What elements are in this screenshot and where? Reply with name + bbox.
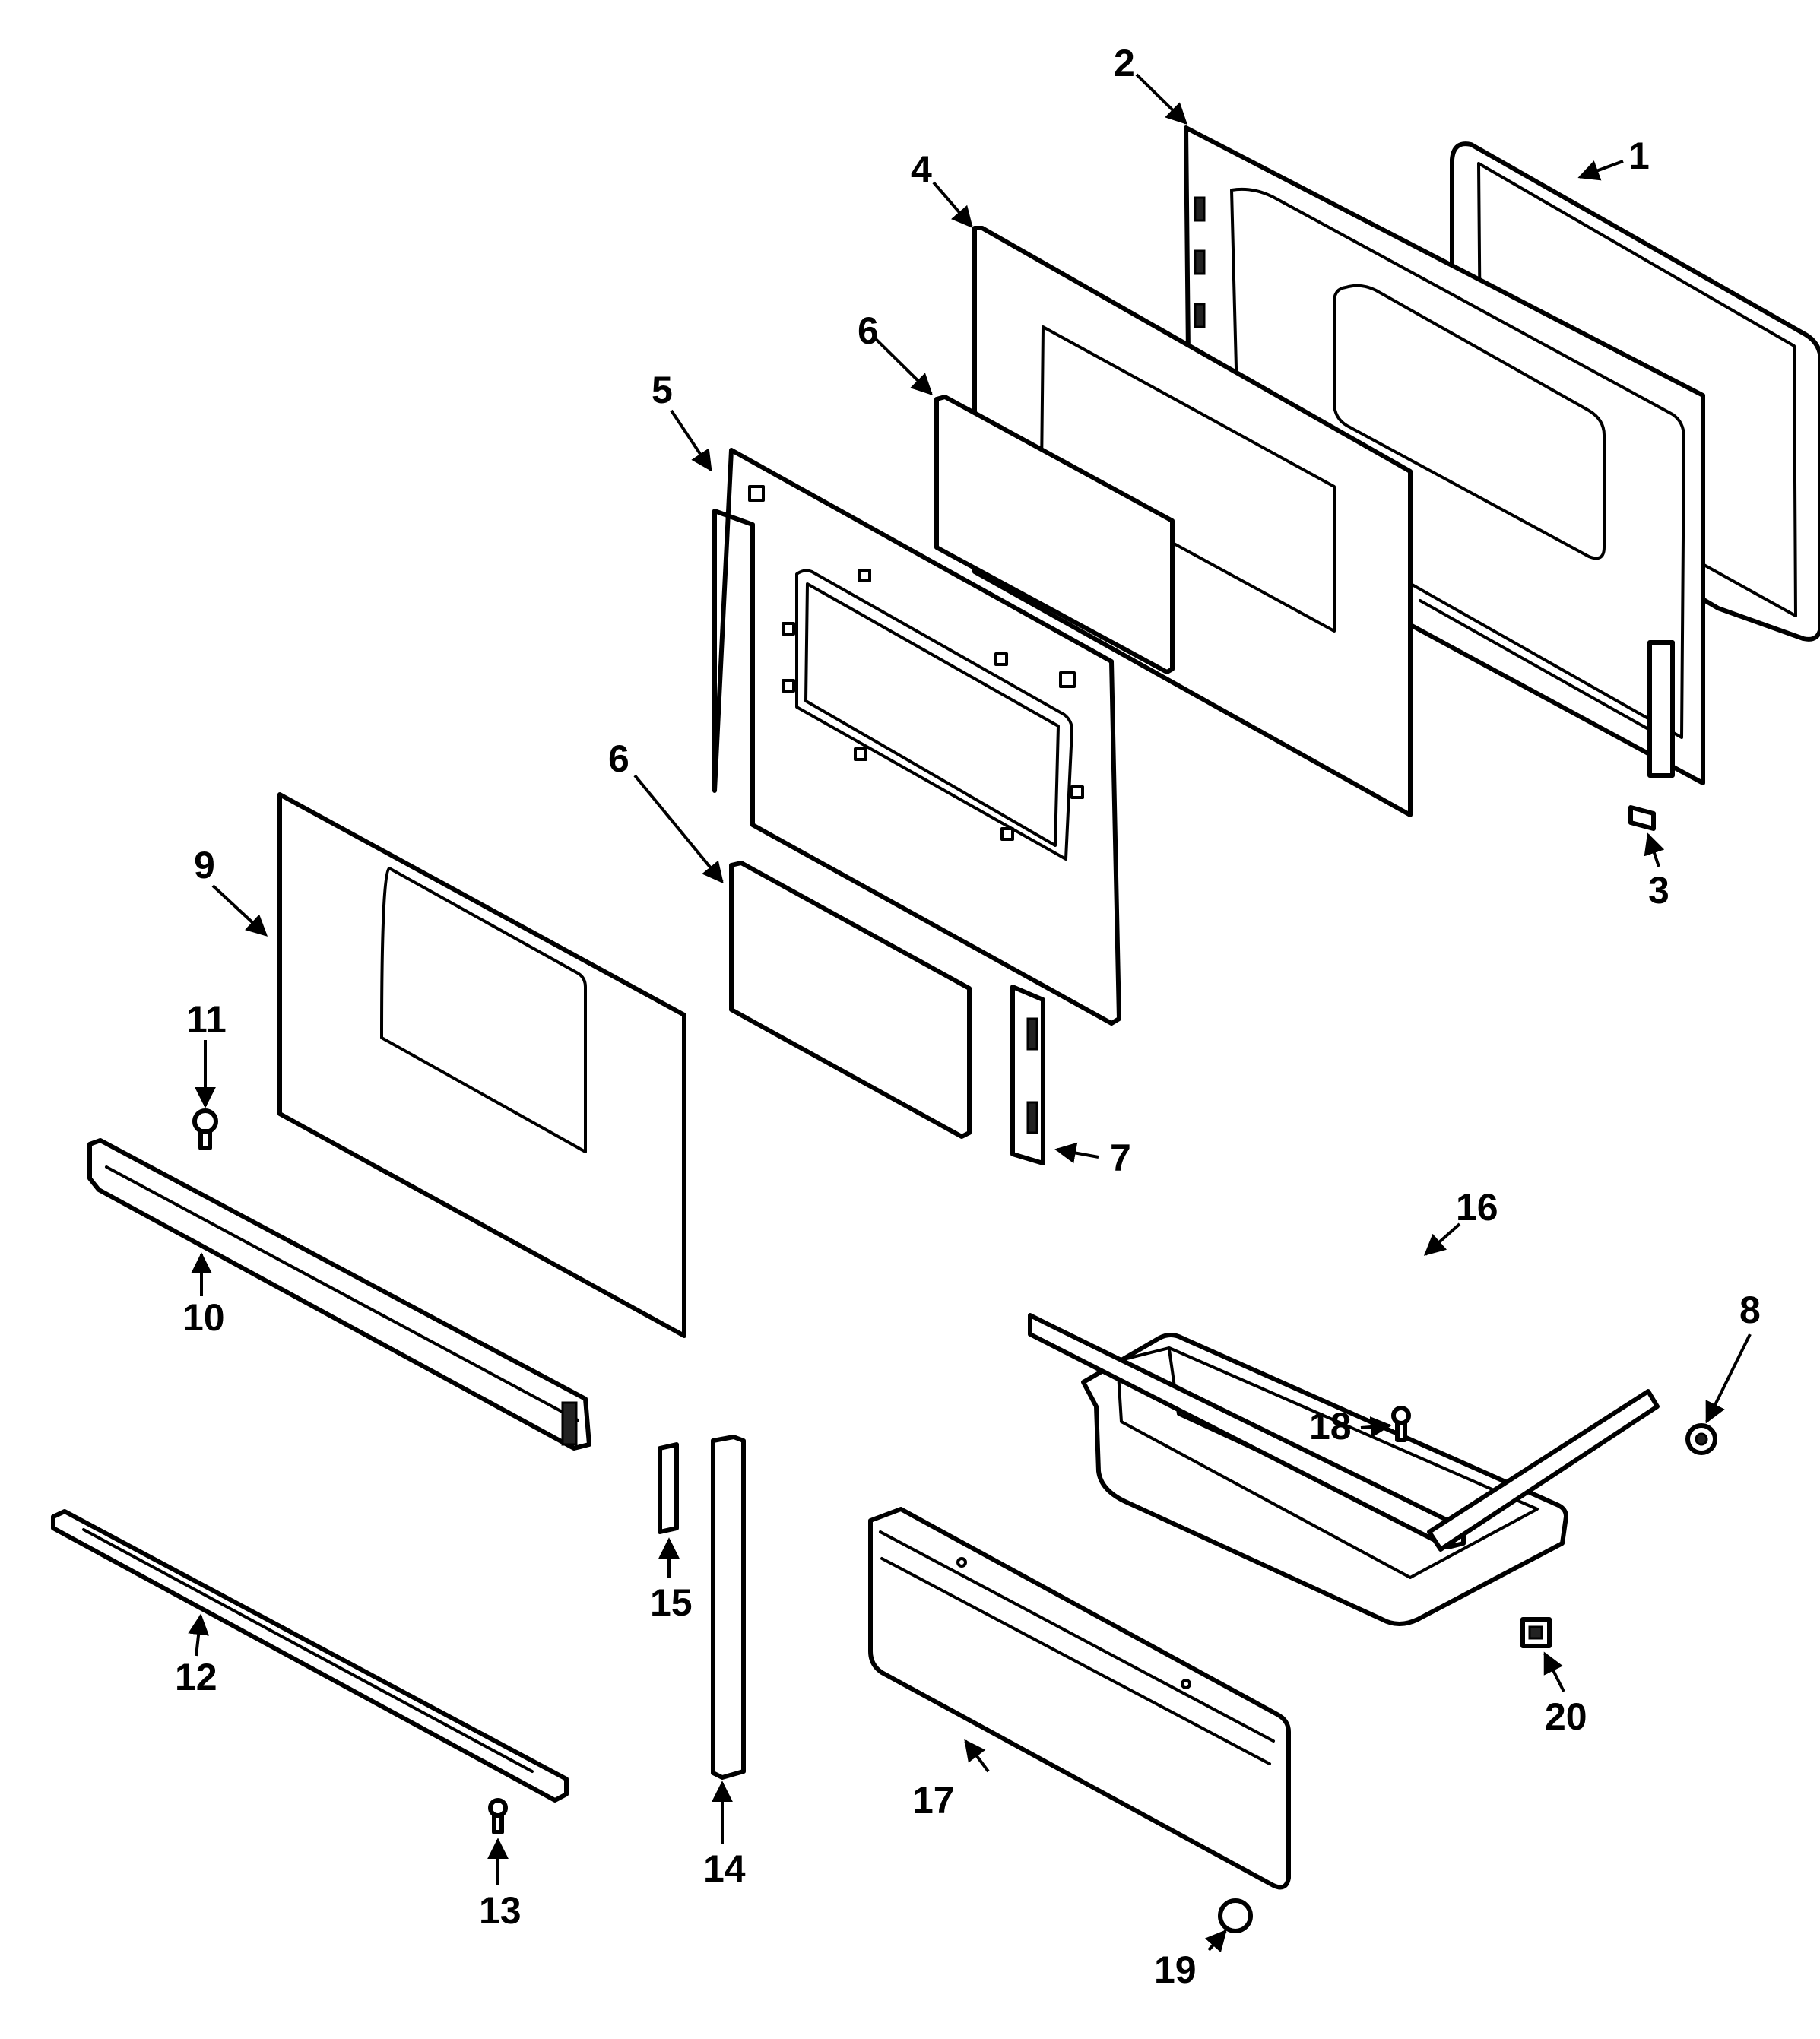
callout-labels: 1 2 3 4 5 6 6 7 8 9 10 11 12 13 14 15 16… xyxy=(175,42,1761,1991)
callout-4: 4 xyxy=(911,148,932,191)
part-2-inner-door-panel xyxy=(1184,125,1705,785)
part-5-door-liner xyxy=(712,448,1121,1026)
part-6-upper-glass xyxy=(934,395,1175,674)
callout-10: 10 xyxy=(182,1296,225,1339)
callout-13: 13 xyxy=(479,1889,522,1932)
callout-3: 3 xyxy=(1648,869,1669,912)
callout-15: 15 xyxy=(650,1581,693,1624)
part-13-screw xyxy=(488,1798,508,1834)
callout-6-upper: 6 xyxy=(858,309,879,352)
part-15-spacer xyxy=(658,1442,679,1534)
part-10-door-handle xyxy=(87,1138,591,1451)
part-20-clip xyxy=(1520,1617,1552,1648)
part-9-outer-door-panel xyxy=(277,792,686,1338)
callout-1: 1 xyxy=(1628,135,1650,177)
callout-2: 2 xyxy=(1114,42,1135,84)
callout-11: 11 xyxy=(186,998,227,1041)
callout-19: 19 xyxy=(1154,1949,1197,1991)
part-3-clip xyxy=(1628,805,1656,831)
callout-14: 14 xyxy=(703,1847,746,1890)
callout-20: 20 xyxy=(1545,1695,1587,1738)
part-7-hinge-bracket xyxy=(1010,985,1045,1165)
part-12-trim-strip xyxy=(51,1509,569,1803)
callout-9: 9 xyxy=(194,844,215,886)
callout-7: 7 xyxy=(1110,1137,1131,1179)
callout-8: 8 xyxy=(1739,1289,1761,1331)
callout-6-lower: 6 xyxy=(608,737,629,780)
callout-18: 18 xyxy=(1309,1405,1352,1448)
part-19-glide xyxy=(1218,1898,1253,1933)
part-8-bumper xyxy=(1685,1423,1717,1455)
part-16-drawer-body xyxy=(1028,1313,1660,1626)
leader-lines xyxy=(188,73,1752,1953)
part-6-lower-glass xyxy=(729,861,972,1139)
part-17-drawer-front xyxy=(868,1507,1291,1890)
callout-12: 12 xyxy=(175,1656,217,1698)
callout-5: 5 xyxy=(652,369,673,411)
callout-16: 16 xyxy=(1456,1186,1498,1229)
part-14-side-trim xyxy=(711,1435,746,1780)
part-18-screw xyxy=(1391,1406,1411,1442)
callout-17: 17 xyxy=(912,1779,955,1822)
part-11-screw xyxy=(192,1108,218,1150)
